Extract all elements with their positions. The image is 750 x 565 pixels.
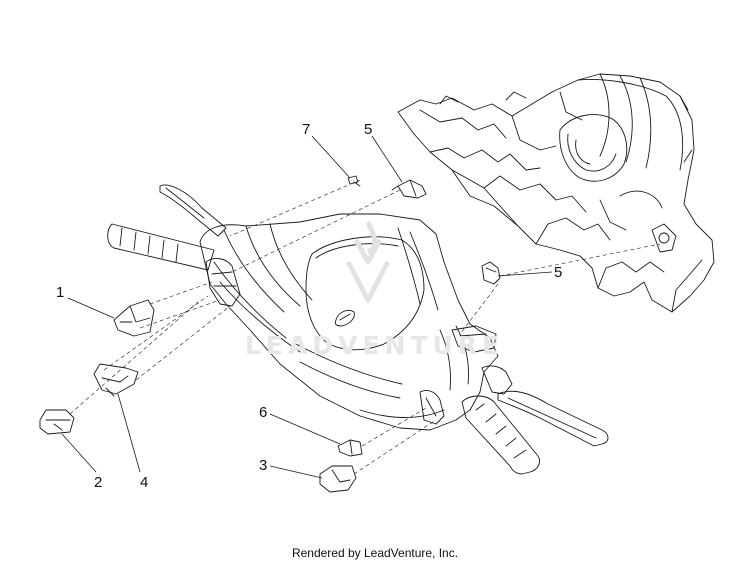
callout-2: 2: [94, 474, 103, 491]
part-5-bulb-upper: [391, 179, 427, 199]
callout-6: 6: [259, 404, 268, 421]
callout-5-upper: 5: [364, 121, 373, 138]
callout-5-lower: 5: [554, 264, 563, 281]
assembly-lines: [69, 179, 661, 475]
part-7-screw: [347, 175, 361, 187]
part-3-switch-button: [319, 465, 357, 493]
watermark-text: LEADVENTURE: [245, 331, 505, 360]
part-6-button-cap: [337, 439, 363, 457]
callout-1: 1: [56, 284, 65, 301]
part-2-switch-button: [39, 409, 75, 435]
callout-4: 4: [140, 474, 149, 491]
callout-3: 3: [259, 457, 268, 474]
leadventure-logo-watermark: [345, 221, 391, 303]
callout-7: 7: [302, 121, 311, 138]
part-4-switch-housing: [93, 363, 139, 397]
footer-credit: Rendered by LeadVenture, Inc.: [291, 546, 459, 560]
handlebar-assembly: [107, 184, 609, 475]
part-1-switch-bracket: [113, 299, 155, 337]
rear-handlebar-cover: [397, 73, 715, 313]
part-5-bulb-lower: [481, 261, 501, 285]
leader-lines: [61, 135, 553, 479]
